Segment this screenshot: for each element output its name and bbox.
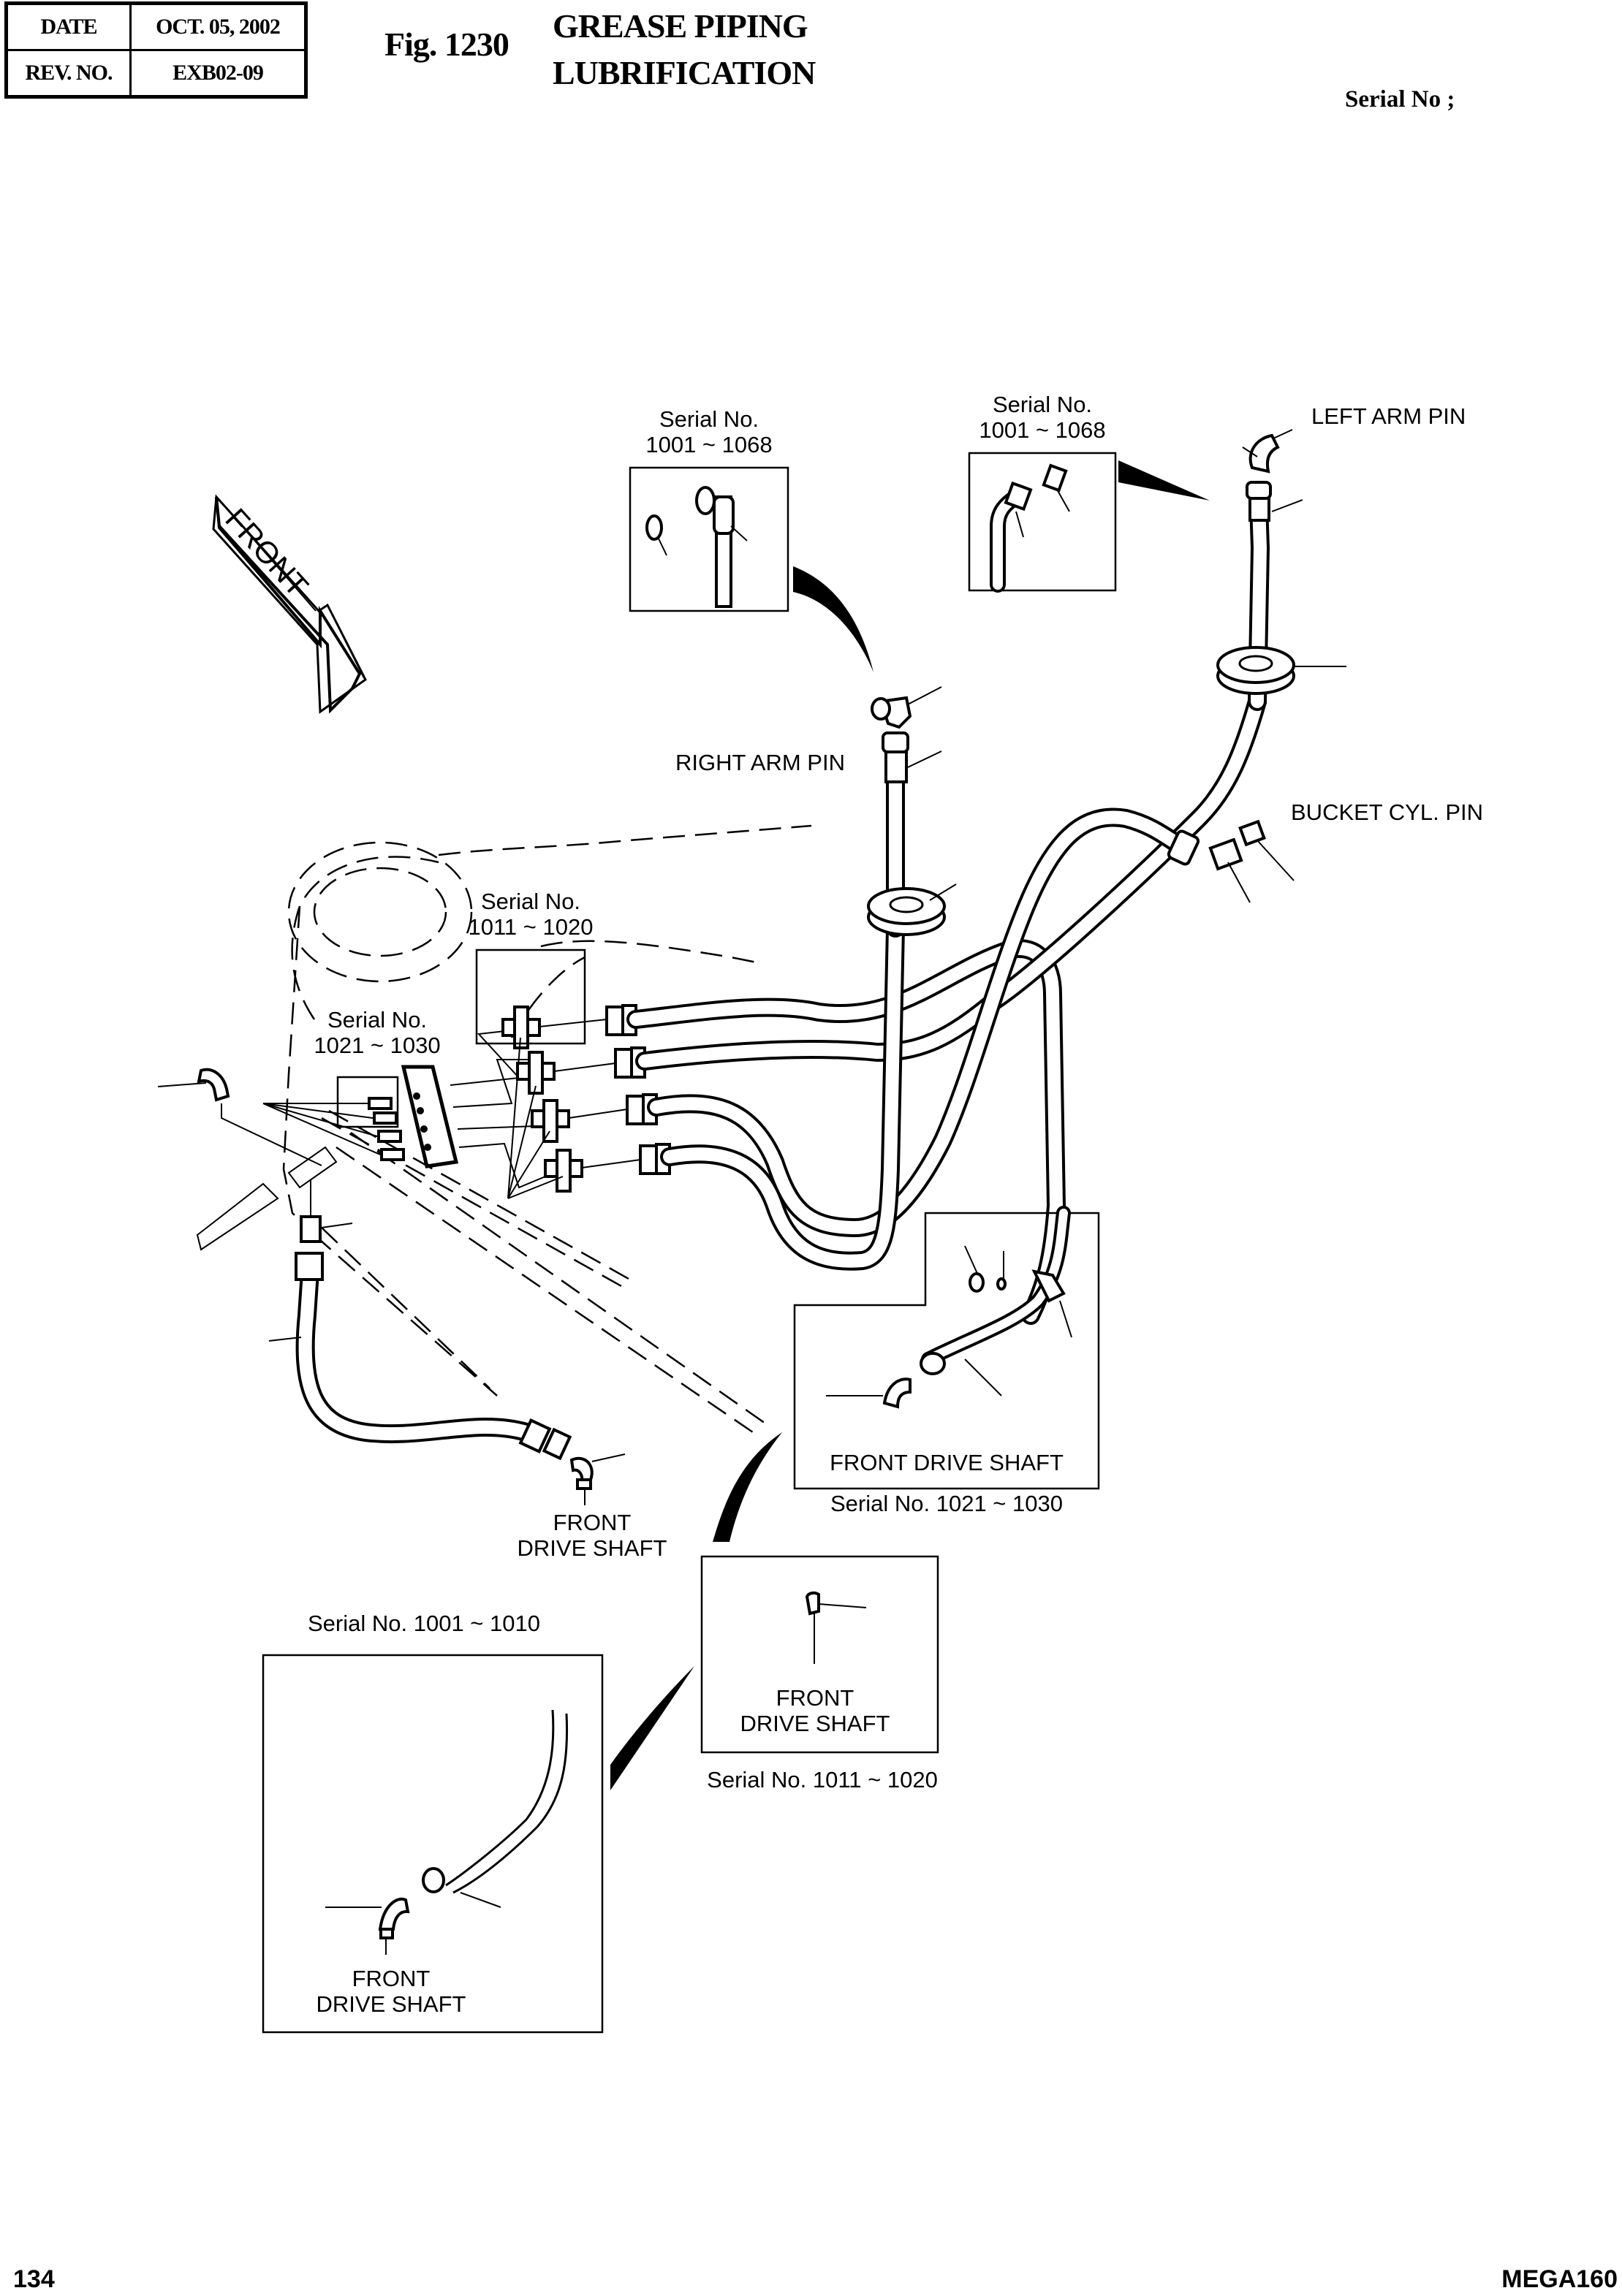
caption-line1: Serial No.: [327, 1007, 428, 1033]
inset-box-fds-1011: [700, 1555, 939, 1754]
date-label: DATE: [5, 2, 132, 51]
left-arm-pin-fittings: [1242, 429, 1303, 522]
front-arrow-icon: FRONT: [212, 494, 367, 714]
inset-box-fds-1001: [262, 1654, 604, 2034]
inset-box-right-arm: [629, 466, 789, 612]
inset-fds-1001-caption: Serial No. 1001 ~ 1010: [308, 1611, 540, 1636]
front-drive-shaft-label: FRONT DRIVE SHAFT: [504, 1510, 680, 1561]
adapter-row-3: [531, 1093, 658, 1143]
adapter-row-4: [544, 1143, 671, 1193]
figure-title-line1: GREASE PIPING: [553, 7, 808, 45]
inset-fds-1021-caption: Serial No. 1021 ~ 1030: [830, 1491, 1063, 1516]
inset-fds-1021-inner-label: FRONT DRIVE SHAFT: [830, 1450, 1064, 1475]
rev-label: REV. NO.: [5, 49, 132, 98]
bucket-cyl-pin-label: BUCKET CYL. PIN: [1291, 799, 1484, 825]
page-number: 134: [13, 2265, 55, 2293]
inset-block-1021-caption: Serial No. 1021 ~ 1030: [304, 1007, 450, 1058]
right-arm-pin-fittings: [871, 686, 942, 783]
grease-distribution-block: [262, 1030, 564, 1189]
label-line2: DRIVE SHAFT: [740, 1711, 890, 1736]
grommet-left-arm: [1216, 646, 1346, 695]
inset-box-block-1011: [475, 949, 586, 1045]
caption-line1: Serial No.: [992, 392, 1093, 417]
inset-right-arm-caption: Serial No. 1001 ~ 1068: [630, 406, 788, 457]
serial-number-label: Serial No ;: [1345, 86, 1455, 113]
revision-table: DATE OCT. 05, 2002 REV. NO. EXB02-09: [4, 1, 308, 99]
grommet-right-arm: [867, 883, 957, 936]
label-line2: DRIVE SHAFT: [517, 1535, 667, 1561]
inset-block-1011-caption: Serial No. 1011 ~ 1020: [458, 889, 604, 940]
caption-line1: Serial No.: [659, 406, 759, 432]
figure-title-line2: LUBRIFICATION: [553, 54, 816, 91]
inset-fds-1001-inner-label: FRONT DRIVE SHAFT: [292, 1966, 490, 2017]
caption-line1: Serial No.: [480, 889, 581, 914]
caption-line2: 1001 ~ 1068: [645, 432, 773, 457]
label-line1: FRONT: [352, 1966, 431, 1991]
inset-left-arm-parts: [990, 463, 1070, 593]
caption-line2: 1011 ~ 1020: [468, 914, 594, 940]
adapter-row-2: [516, 1046, 646, 1095]
inset-box-block-1021: [336, 1076, 399, 1128]
machine-frame-outline: [196, 824, 812, 1434]
caption-line2: 1021 ~ 1030: [314, 1033, 441, 1058]
adapter-row-1: [501, 1004, 637, 1049]
inset-box-fds-1021: [793, 1212, 1100, 1490]
front-drive-shaft-hose: [157, 1068, 626, 1505]
label-line2: DRIVE SHAFT: [316, 1991, 466, 2017]
inset-left-arm-caption: Serial No. 1001 ~ 1068: [969, 392, 1115, 443]
callout-pointers: [610, 460, 1210, 1790]
figure-number: Fig. 1230: [384, 26, 509, 63]
model-name: MEGA160: [1501, 2265, 1618, 2293]
date-value: OCT. 05, 2002: [129, 2, 307, 51]
inset-box-left-arm: [968, 452, 1117, 592]
figure-title: GREASE PIPING LUBRIFICATION: [553, 3, 816, 96]
caption-line2: 1001 ~ 1068: [979, 417, 1106, 443]
grease-hoses: [626, 495, 1270, 1325]
bucket-cyl-pin-fittings: [1167, 819, 1295, 903]
label-line1: FRONT: [776, 1685, 854, 1711]
inset-fds-1011-inner-label: FRONT DRIVE SHAFT: [702, 1685, 928, 1736]
hose-adapters: [501, 1004, 671, 1199]
rev-value: EXB02-09: [129, 49, 307, 98]
inset-fds-1011-caption: Serial No. 1011 ~ 1020: [707, 1767, 938, 1793]
inset-right-arm-parts: [645, 486, 748, 608]
left-arm-pin-label: LEFT ARM PIN: [1311, 403, 1466, 429]
inset-fds-1001-parts: [325, 1709, 569, 1955]
inset-fds-1011-parts: [805, 1591, 867, 1664]
inset-fds-1021-parts: [826, 1206, 1072, 1409]
right-arm-pin-label: RIGHT ARM PIN: [675, 750, 845, 775]
label-line1: FRONT: [553, 1510, 632, 1535]
